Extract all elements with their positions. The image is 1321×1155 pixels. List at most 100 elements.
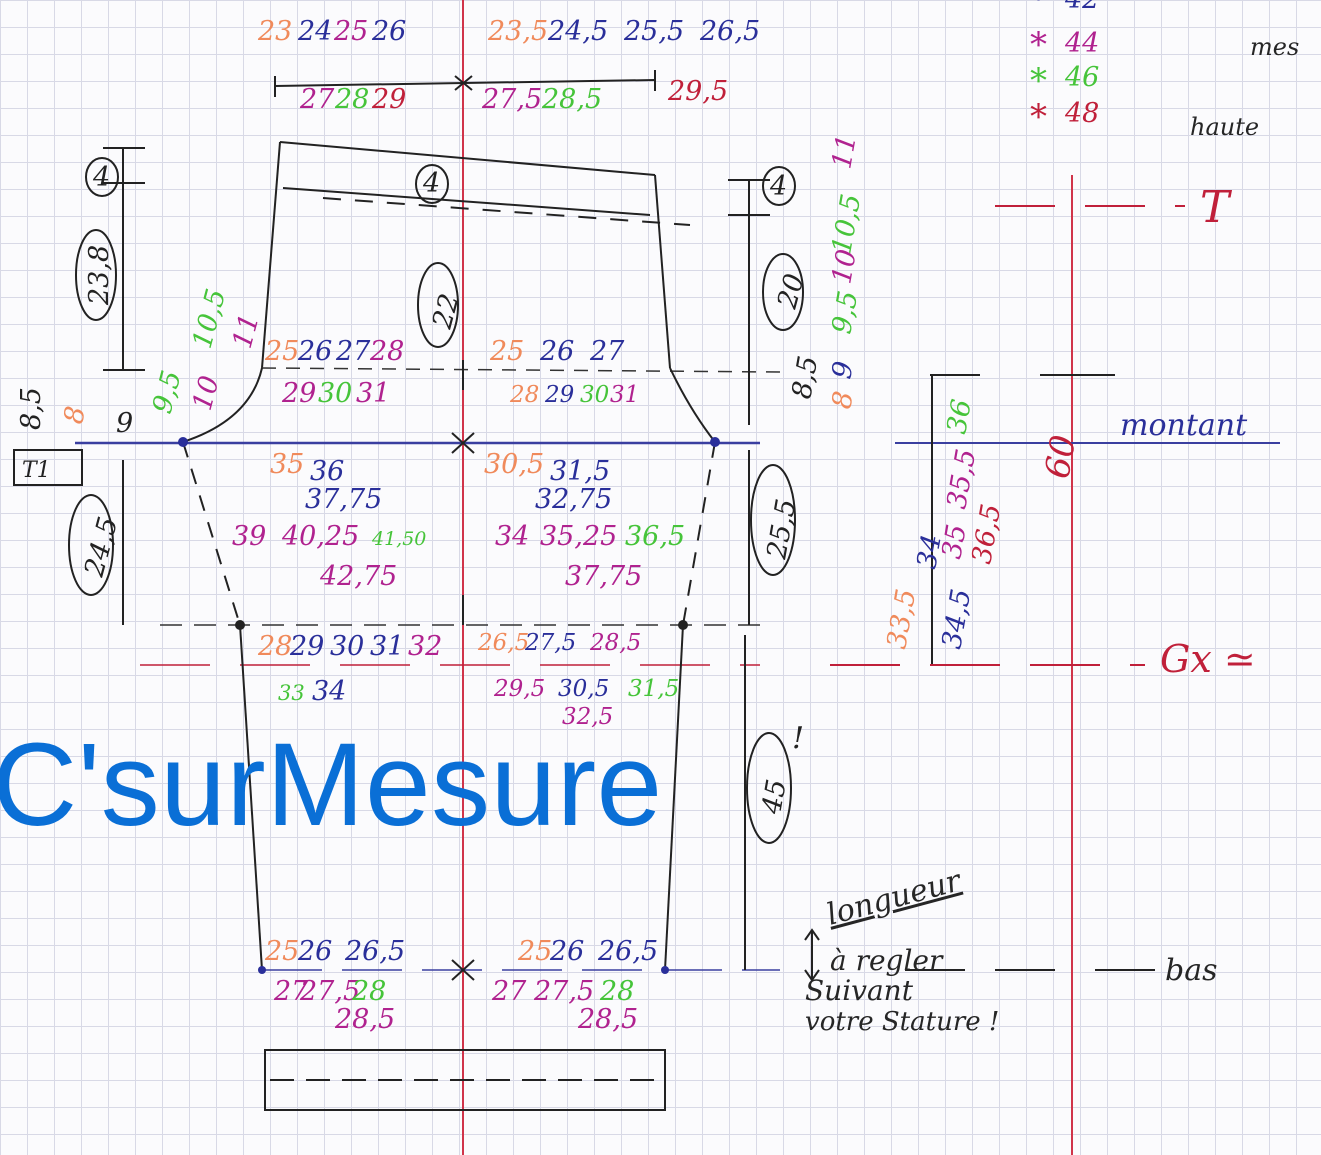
svg-text:32,5: 32,5 [562,704,613,730]
svg-text:30: 30 [318,378,352,409]
svg-text:25: 25 [489,336,524,367]
left-measures [103,147,145,625]
leg-outline [182,367,716,971]
svg-text:8,5: 8,5 [16,387,47,430]
svg-text:28,5: 28,5 [541,84,602,115]
svg-text:28: 28 [599,976,634,1007]
svg-text:26,5: 26,5 [699,16,760,47]
svg-text:11: 11 [826,132,862,171]
svg-text:montant: montant [1120,408,1248,443]
knee-widths-right: 26,5 27,5 28,5 29,5 30,5 31,5 32,5 [477,630,679,730]
svg-text:4: 4 [422,168,440,199]
svg-text:bas: bas [1165,953,1218,988]
svg-text:*: * [1030,97,1047,137]
svg-text:40,25: 40,25 [281,521,359,552]
svg-text:46: 46 [1064,62,1099,93]
svg-text:25,5: 25,5 [623,16,684,47]
svg-text:10,5: 10,5 [826,192,867,257]
svg-text:25: 25 [333,16,368,47]
svg-text:8: 8 [826,389,860,411]
svg-text:26,5: 26,5 [477,630,529,656]
svg-text:25: 25 [264,936,299,967]
svg-text:27,5: 27,5 [299,976,360,1007]
svg-text:31: 31 [370,631,404,662]
svg-text:27,5: 27,5 [533,976,594,1007]
scale-lines [830,175,1280,1155]
svg-text:32,75: 32,75 [535,484,612,515]
legend-note-top: mes [1250,33,1299,61]
watermark-text: C'surMesure [0,719,663,851]
circled-rings [68,157,804,844]
svg-text:27: 27 [491,976,527,1007]
svg-text:29: 29 [371,84,406,115]
svg-text:23: 23 [257,16,292,47]
svg-text:23,5: 23,5 [487,16,548,47]
svg-text:45: 45 [756,777,793,817]
svg-text:à regler: à regler [830,944,944,977]
svg-text:4: 4 [92,162,110,193]
svg-text:26: 26 [549,936,584,967]
svg-text:votre Stature !: votre Stature ! [805,1007,999,1037]
svg-text:27,5: 27,5 [524,630,576,656]
svg-text:10,5: 10,5 [187,286,233,352]
svg-text:29: 29 [544,382,574,408]
svg-text:24,5: 24,5 [79,514,125,581]
hip-line [261,367,781,373]
svg-text:28,5: 28,5 [589,630,641,656]
svg-text:28: 28 [334,84,369,115]
svg-text:32: 32 [408,631,442,662]
svg-text:39: 39 [232,521,266,552]
svg-text:26: 26 [297,336,332,367]
svg-text:27,5: 27,5 [481,84,542,115]
svg-text:25: 25 [517,936,552,967]
svg-text:*: * [1030,0,1047,19]
svg-text:34: 34 [911,532,947,571]
svg-text:42: 42 [1064,0,1099,15]
t1-box [13,449,83,486]
key-points [178,437,720,974]
svg-text:27: 27 [589,336,625,367]
svg-text:37,75: 37,75 [565,561,642,592]
svg-text:29: 29 [289,631,324,662]
svg-text:35: 35 [936,522,972,561]
svg-text:28: 28 [509,382,539,408]
svg-text:33: 33 [278,681,305,705]
svg-text:29,5: 29,5 [667,76,728,107]
svg-text:30,5: 30,5 [484,449,544,480]
right-side-numbers: 10,5 11 9,5 10 8,5 8 9 [786,132,867,411]
svg-text:Suivant: Suivant [805,974,914,1007]
svg-text:34,5: 34,5 [936,587,977,652]
svg-text:26: 26 [297,936,332,967]
svg-text:23,8: 23,8 [84,245,115,306]
svg-text:27: 27 [273,976,309,1007]
svg-text:31,5: 31,5 [628,676,679,702]
svg-text:37,75: 37,75 [305,484,382,515]
svg-text:8: 8 [58,404,92,426]
svg-text:10: 10 [187,373,226,414]
hem-widths: 25 26 26,5 27 27,5 28 28,5 25 26 26,5 27… [264,936,658,1035]
svg-text:35,25: 35,25 [540,521,617,552]
svg-text:24: 24 [297,16,332,47]
length-arrow [804,928,820,982]
svg-text:9: 9 [116,408,133,439]
svg-text:36: 36 [310,456,344,487]
knee-widths: 28 29 30 31 32 33 34 [257,631,442,707]
svg-text:*: * [1030,61,1047,101]
legend-marks: * * * * [1030,0,1047,137]
svg-text:31,5: 31,5 [550,456,610,487]
left-side-numbers: 8,5 8 9 9,5 10 10,5 11 [16,286,266,439]
cuff-rectangle [264,1049,666,1111]
svg-text:!: ! [792,721,804,756]
svg-text:30,5: 30,5 [558,676,609,702]
svg-text:36,5: 36,5 [966,502,1007,567]
svg-text:*: * [1030,25,1047,65]
svg-text:28: 28 [369,336,404,367]
svg-text:10: 10 [826,247,862,286]
svg-text:Gx ≃: Gx ≃ [1160,637,1256,681]
svg-text:26: 26 [371,16,406,47]
top-width-arrow [274,70,656,97]
length-note: longueur à regler Suivant votre Stature … [805,863,999,1037]
svg-text:27: 27 [299,84,335,115]
svg-text:42,75: 42,75 [319,561,397,592]
